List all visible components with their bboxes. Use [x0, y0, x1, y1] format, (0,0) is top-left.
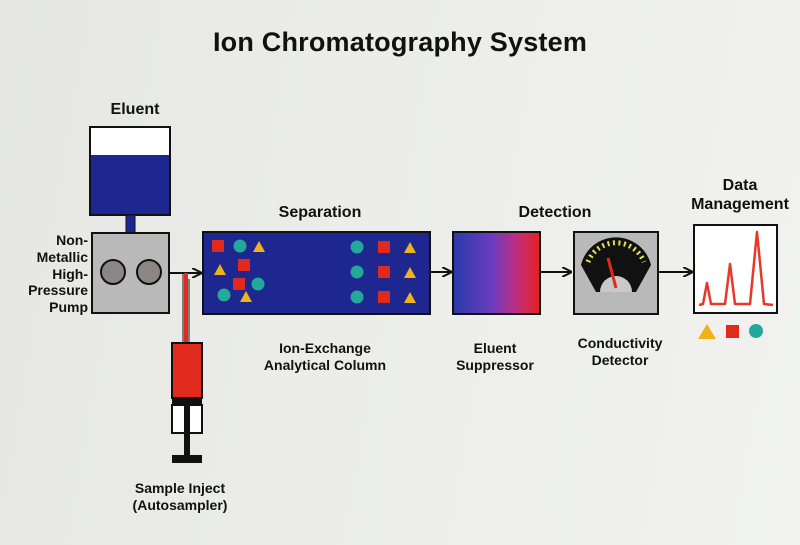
- ion-triangle: [253, 241, 265, 252]
- eluent-suppressor: [452, 231, 541, 315]
- ion-square: [233, 278, 245, 290]
- eluent-liquid: [91, 155, 169, 214]
- chromatogram-peaks: [698, 230, 774, 307]
- ion-circle: [251, 277, 265, 291]
- pump: [91, 232, 170, 314]
- ion-square: [378, 241, 390, 253]
- gauge-needle: [606, 257, 618, 289]
- column-label: Ion-Exchange Analytical Column: [263, 340, 387, 373]
- ion-square: [212, 240, 224, 252]
- eluent-reservoir: [89, 126, 171, 234]
- pump-piston-right: [136, 259, 162, 285]
- ion-triangle: [214, 264, 226, 275]
- ion-circle: [217, 288, 231, 302]
- analytical-column: [202, 231, 431, 315]
- pump-piston-left: [100, 259, 126, 285]
- sample-inject-label: Sample Inject (Autosampler): [132, 480, 228, 513]
- ion-square: [378, 266, 390, 278]
- ion-square: [238, 259, 250, 271]
- eluent-line: [125, 214, 136, 234]
- ion-triangle: [240, 291, 252, 302]
- result-square: [726, 325, 739, 338]
- data-management-label: Data Management: [691, 177, 789, 214]
- conductivity-detector: [573, 231, 659, 315]
- pump-label: Non- Metallic High- Pressure Pump: [28, 232, 88, 316]
- ion-square: [378, 291, 390, 303]
- ion-circle: [233, 239, 247, 253]
- diagram-title: Ion Chromatography System: [212, 27, 588, 57]
- ion-circle: [350, 265, 364, 279]
- ion-triangle: [404, 292, 416, 303]
- result-triangle: [698, 324, 716, 339]
- result-circle: [749, 324, 763, 338]
- sample-injector: [171, 342, 203, 463]
- suppressor-label: Eluent Suppressor: [456, 340, 534, 373]
- ion-triangle: [404, 267, 416, 278]
- separation-label: Separation: [278, 204, 362, 221]
- eluent-label: Eluent: [110, 101, 160, 118]
- detector-label: Conductivity Detector: [577, 335, 663, 368]
- ion-circle: [350, 290, 364, 304]
- chromatogram-display: [693, 224, 778, 314]
- ion-circle: [350, 240, 364, 254]
- detection-label: Detection: [518, 204, 592, 221]
- ion-triangle: [404, 242, 416, 253]
